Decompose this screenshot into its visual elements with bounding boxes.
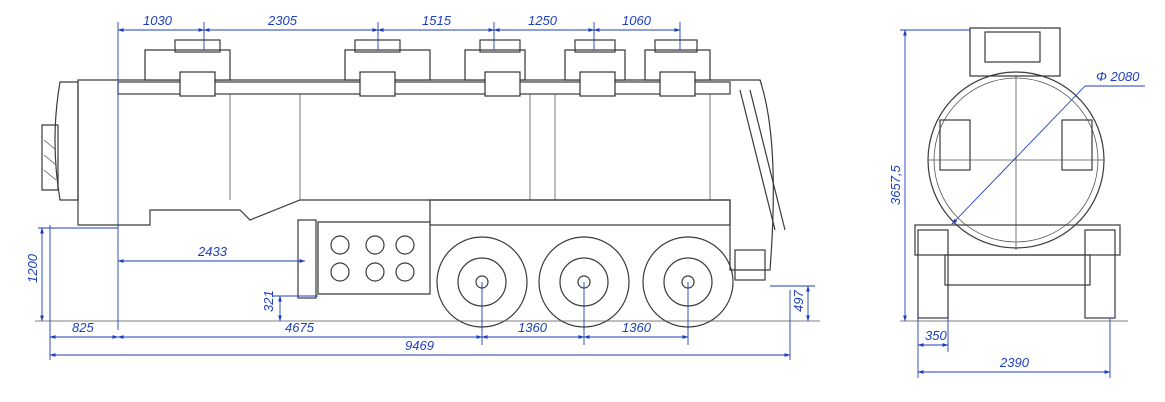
manhole-3	[464, 39, 526, 97]
manhole-4	[564, 39, 626, 97]
rear-dimensions: Φ 2080 3657,5 350 2390	[888, 29, 1145, 378]
dim-497: 497	[791, 290, 806, 312]
dim-1360-a: 1360	[518, 320, 548, 335]
rear-view	[900, 27, 1128, 322]
manhole-5	[644, 39, 711, 97]
dim-top-1515: 1515	[422, 13, 452, 28]
valve-box	[317, 221, 431, 295]
dim-top-1060: 1060	[622, 13, 652, 28]
dim-4675: 4675	[285, 320, 315, 335]
dim-top-1030: 1030	[143, 13, 173, 28]
dim-height-1200: 1200	[25, 253, 40, 283]
rear-hatch	[969, 27, 1061, 77]
tank-body	[77, 79, 774, 271]
side-dimensions: 1030 2305 1515 1250 1060 1200 2433 321 4…	[25, 13, 815, 360]
dim-350: 350	[925, 328, 947, 343]
dim-top-2305: 2305	[267, 13, 298, 28]
manhole-2	[344, 39, 431, 97]
dim-2433: 2433	[197, 244, 228, 259]
dim-9469: 9469	[405, 338, 434, 353]
dim-321: 321	[261, 290, 276, 312]
front-cap	[54, 81, 79, 201]
dim-width-2390: 2390	[999, 355, 1030, 370]
manhole-1	[144, 39, 231, 97]
chassis-frame	[429, 199, 731, 226]
side-view	[35, 39, 820, 328]
rear-ladder	[739, 89, 786, 231]
dim-top-1250: 1250	[528, 13, 558, 28]
dim-height-3657: 3657,5	[888, 164, 903, 205]
dim-diameter-2080: Φ 2080	[1096, 69, 1140, 84]
dim-825: 825	[72, 320, 94, 335]
dim-1360-b: 1360	[622, 320, 652, 335]
